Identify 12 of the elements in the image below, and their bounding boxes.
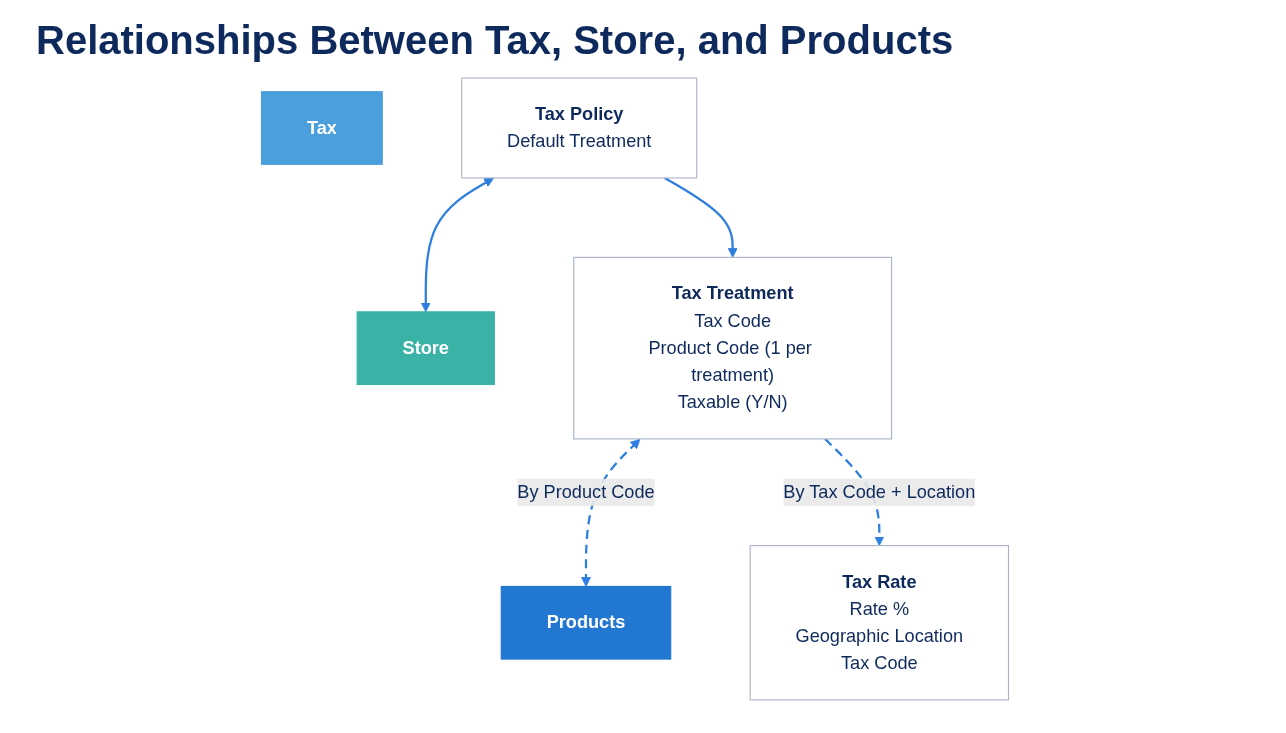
node-box: Store — [356, 311, 495, 386]
edge-label: By Tax Code + Location — [783, 482, 976, 502]
edge-label: By Product Code — [517, 482, 655, 502]
node-box: Tax — [260, 91, 383, 165]
node-box: Tax Treatment Tax Code Product Code (1 per treatment) Taxable (Y/N) — [573, 256, 893, 440]
node-box: Products — [500, 585, 672, 660]
node-box: Tax Policy Default Treatment — [461, 77, 698, 179]
arrow — [581, 438, 641, 587]
arrow — [664, 176, 738, 258]
arrow — [420, 177, 494, 313]
node-box: Tax Rate Rate % Geographic Location Tax Code — [749, 545, 1010, 701]
diagram-title: Relationships Between Tax, Store, and Products — [36, 18, 955, 63]
